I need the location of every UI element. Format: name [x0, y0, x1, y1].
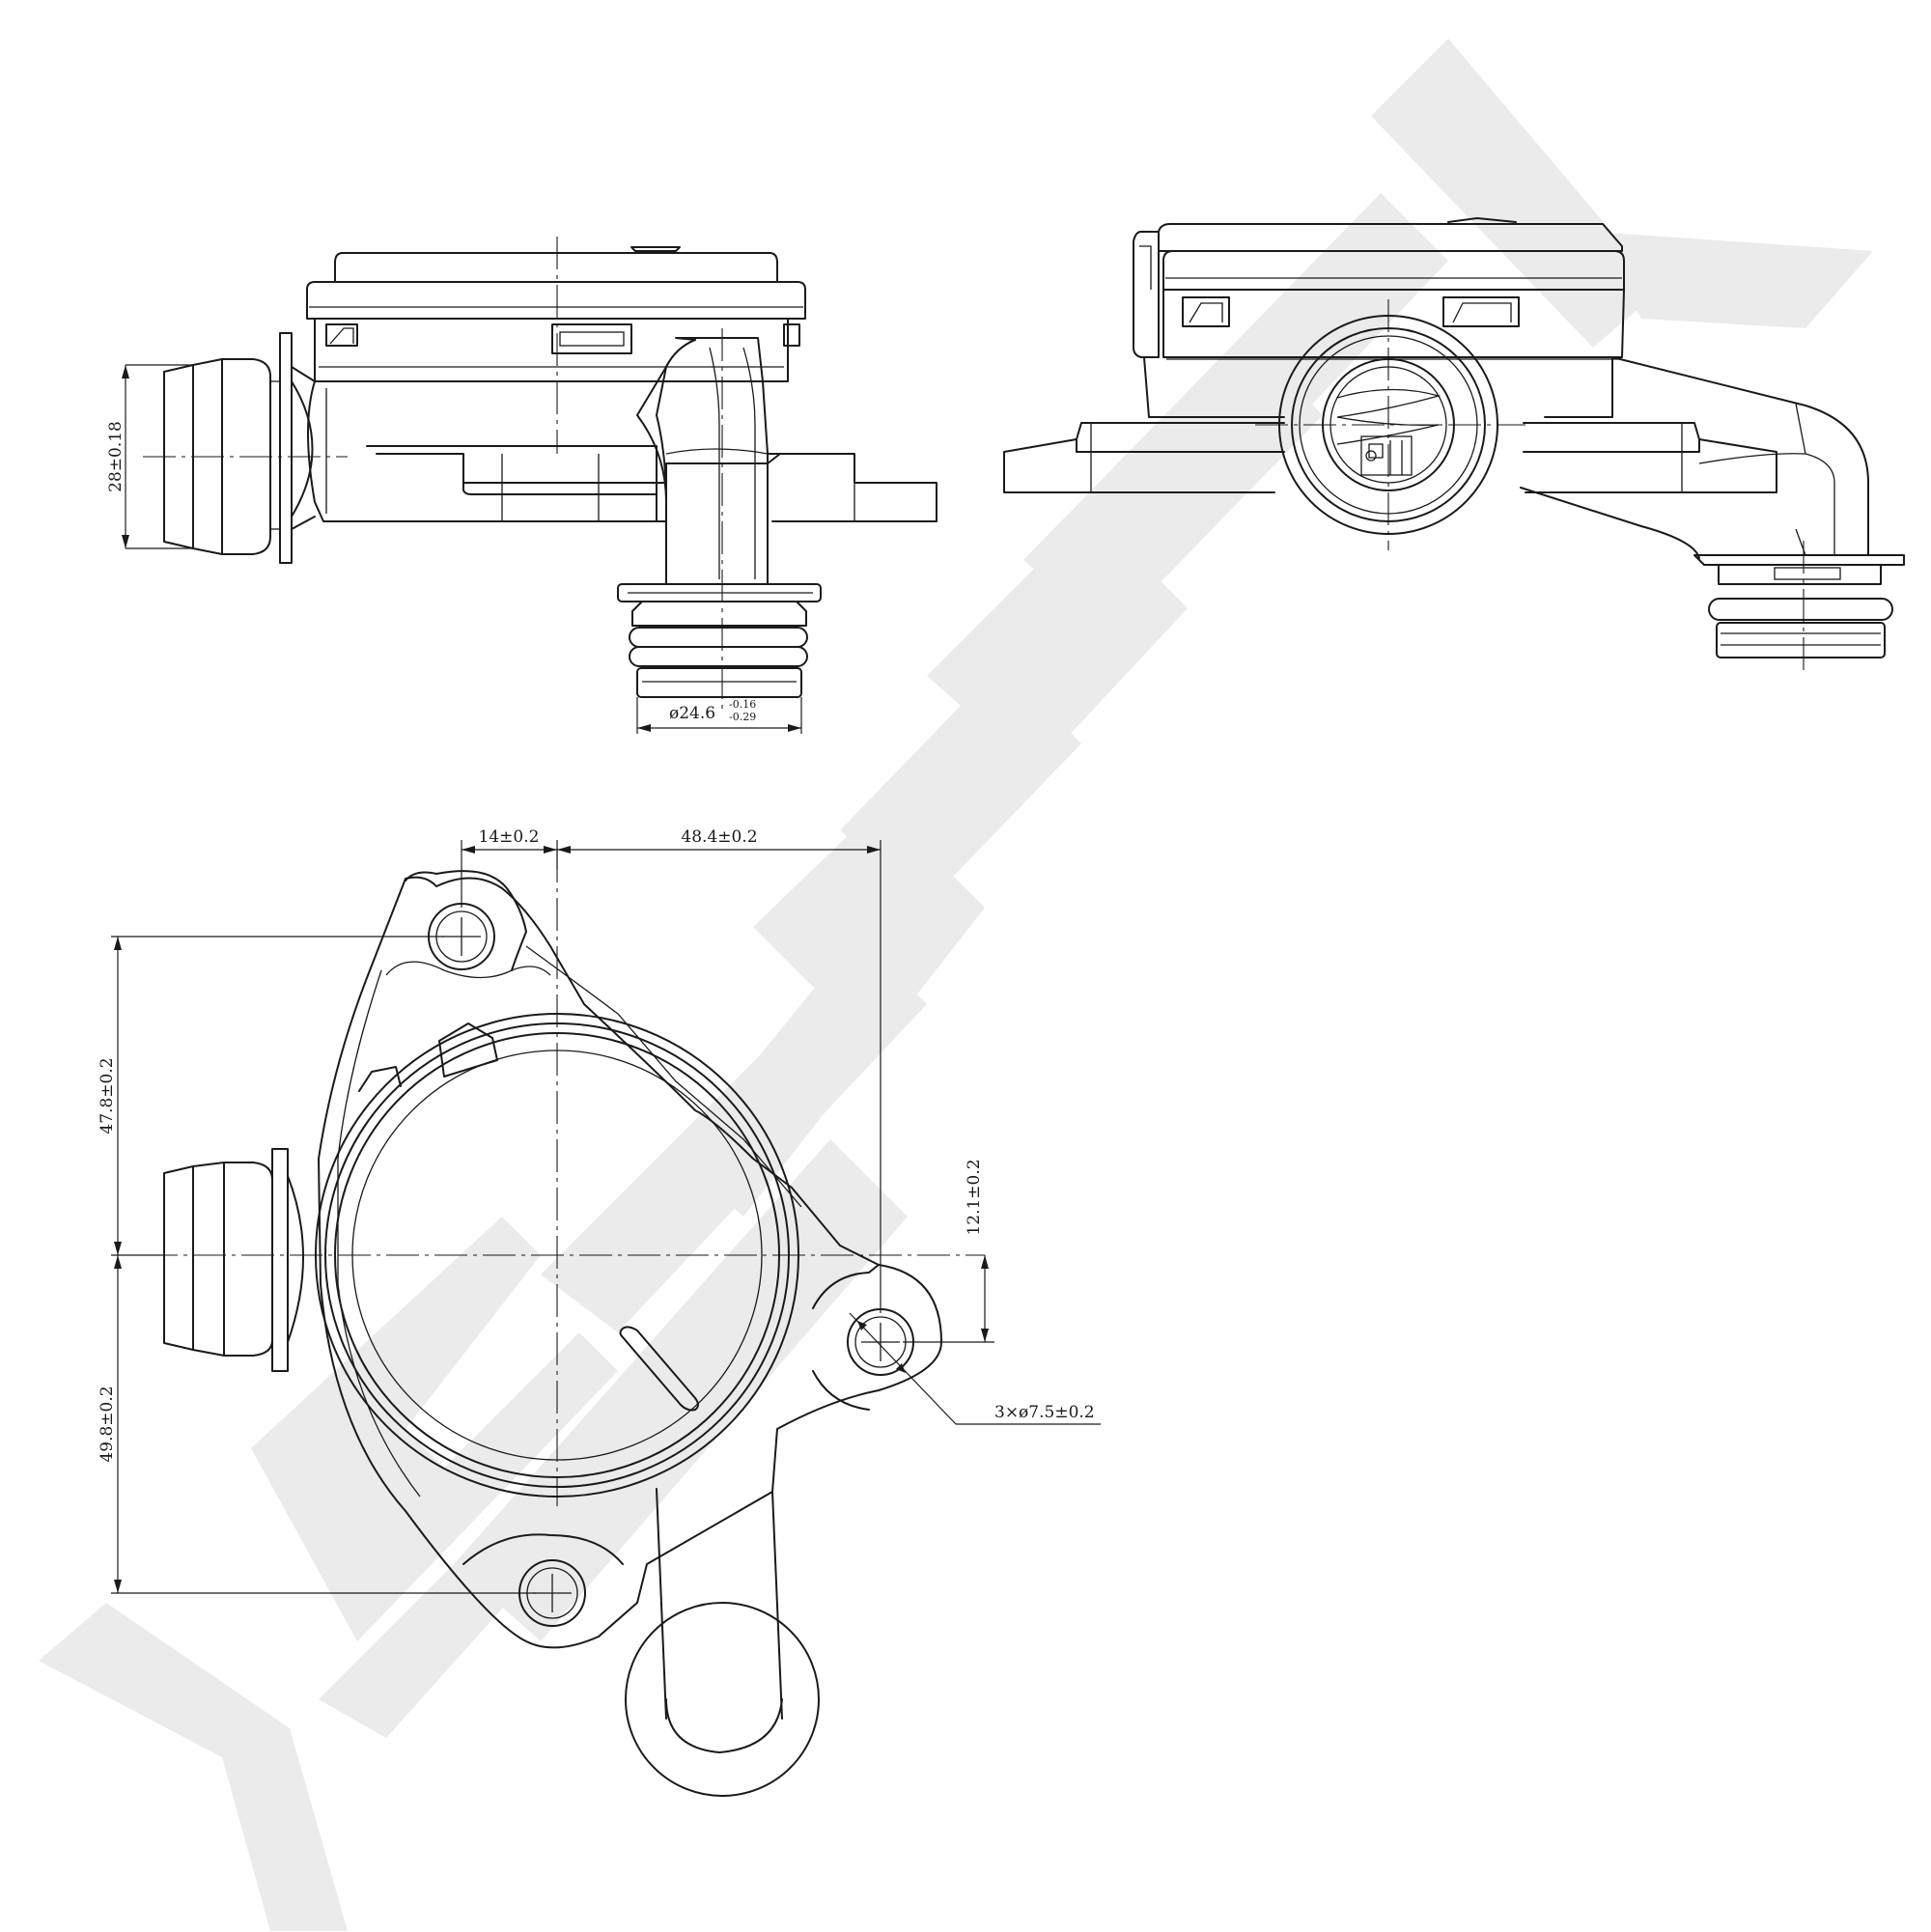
- dim-hole-spacing-x-label: 48.4±0.2: [681, 827, 757, 847]
- dim-lower-height-label: 49.8±0.2: [98, 1386, 117, 1462]
- dim-upper-height: 47.8±0.2: [98, 936, 444, 1256]
- plan-view: [145, 850, 985, 1797]
- side-elevation-view: [1003, 217, 1905, 676]
- dim-outlet-tol-lower: -0.29: [729, 711, 756, 723]
- dim-hole-offset-x-label: 14±0.2: [479, 827, 540, 847]
- dim-side-height: 28±0.18: [106, 364, 193, 549]
- dim-hole-offset-y-label: 12.1±0.2: [965, 1159, 984, 1235]
- brand-watermark: [39, 39, 1873, 1931]
- dim-hole-callout: 3×ø7.5±0.2: [849, 1312, 1101, 1425]
- dim-outlet-diameter-label: ø24.6: [669, 704, 715, 723]
- dim-side-height-label: 28±0.18: [106, 421, 126, 492]
- dim-hole-offset-y: 12.1±0.2: [903, 1159, 994, 1343]
- dim-hole-callout-label: 3×ø7.5±0.2: [994, 1403, 1095, 1422]
- dim-hole-offset-x: 14±0.2: [461, 827, 558, 908]
- front-elevation-view: [143, 237, 938, 710]
- dim-lower-height: 49.8±0.2: [98, 1255, 536, 1594]
- dim-outlet-tol-upper: -0.16: [729, 698, 756, 711]
- dim-upper-height-label: 47.8±0.2: [98, 1057, 117, 1134]
- dim-hole-spacing-x: 48.4±0.2: [557, 827, 882, 1313]
- dim-outlet-diameter: ø24.6 -0.16 -0.29: [636, 697, 802, 734]
